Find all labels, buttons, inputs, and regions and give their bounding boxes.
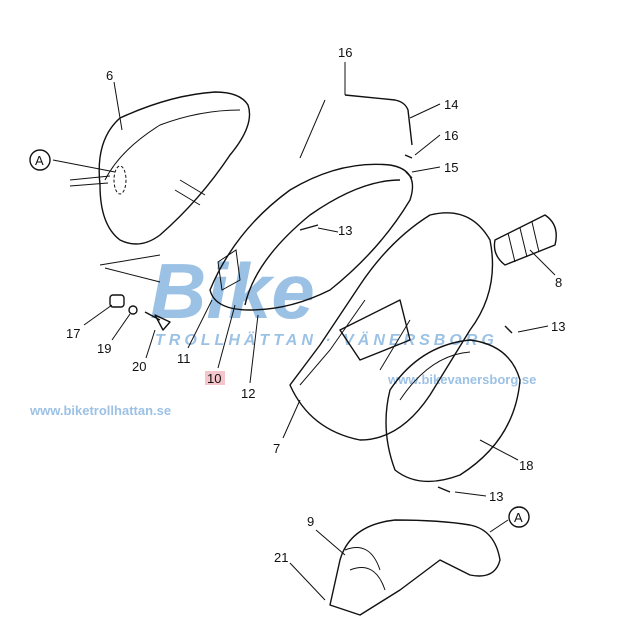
hose-part-14 [344,94,413,146]
label-ref-a-2: A [514,510,523,525]
watermark: Bike TROLLHÄTTAN · VÄNERSBORG www.biketr… [29,247,536,418]
element-part-18 [385,339,521,483]
label-9: 9 [307,514,314,529]
watermark-logo: Bike [150,247,315,335]
label-20: 20 [132,359,146,374]
filter-case-cover-parts [209,163,414,311]
label-14: 14 [444,97,458,112]
air-filter-case-part-7 [289,212,494,441]
label-12: 12 [241,386,255,401]
part-labels: 6 16 14 16 15 A 13 8 13 17 19 20 11 10 1… [29,45,565,565]
label-21: 21 [274,550,288,565]
label-ref-a: A [35,153,44,168]
label-16: 16 [444,128,458,143]
label-6: 6 [106,68,113,83]
label-15: 15 [444,160,458,175]
label-7: 7 [273,441,280,456]
leader-lines [52,81,556,601]
label-19: 19 [97,341,111,356]
filter-part-8 [493,214,557,266]
label-10-highlight [205,371,225,385]
intake-duct-part-9 [329,519,501,616]
reference-a-circle-2 [508,506,530,528]
label-13-bottom: 13 [489,489,503,504]
label-10: 10 [207,371,221,386]
label-8: 8 [555,275,562,290]
label-13-right: 13 [551,319,565,334]
crankcase-cover-part-6 [69,91,251,245]
bolts-small-parts [109,154,513,493]
label-13-top: 13 [338,223,352,238]
watermark-url-left: www.biketrollhattan.se [29,403,171,418]
label-17: 17 [66,326,80,341]
label-11: 11 [177,351,191,366]
watermark-tagline: TROLLHÄTTAN · VÄNERSBORG [155,331,498,349]
label-16-top: 16 [338,45,352,60]
reference-a-circle [29,149,51,171]
label-18: 18 [519,458,533,473]
watermark-url-right: www.bikevanersborg.se [387,372,536,387]
